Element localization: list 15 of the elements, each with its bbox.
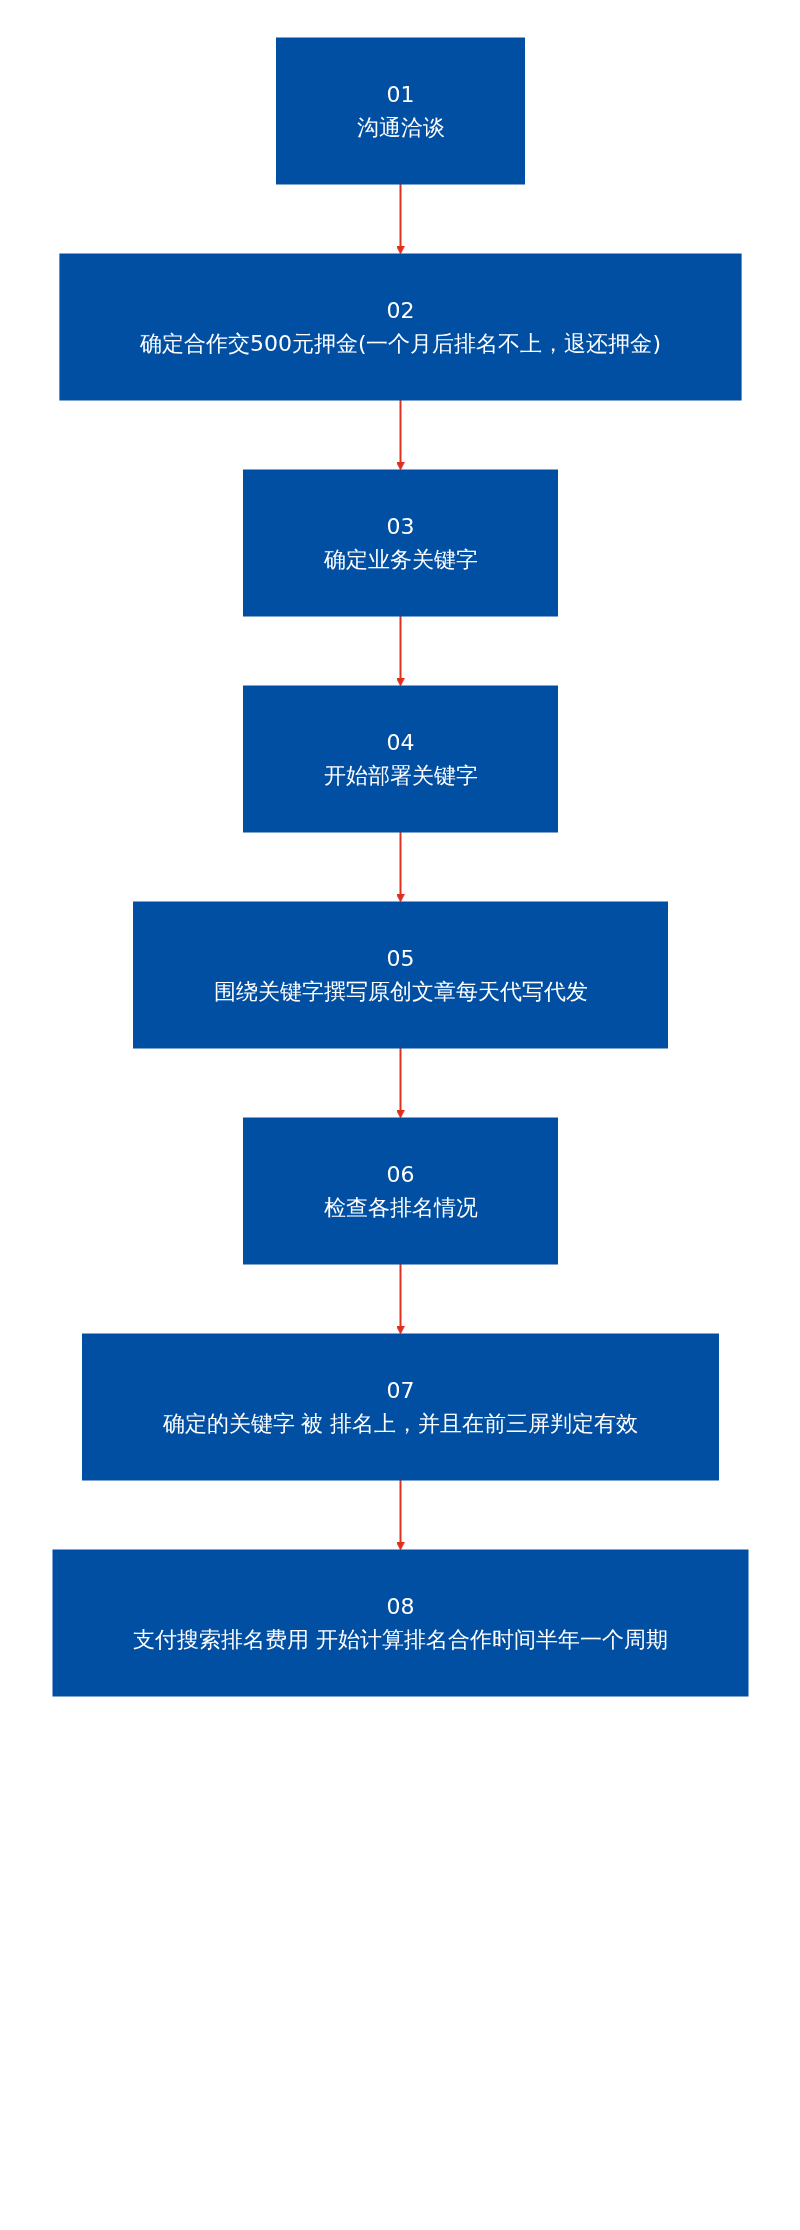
node-box: 04 开始部署关键字 bbox=[242, 685, 558, 833]
node-box: 08 支付搜索排名费用 开始计算排名合作时间半年一个周期 bbox=[52, 1549, 748, 1697]
arrow bbox=[395, 1047, 405, 1119]
arrow bbox=[395, 831, 405, 903]
node-box: 05 围绕关键字撰写原创文章每天代写代发 bbox=[132, 901, 668, 1049]
node-box: 01 沟通洽谈 bbox=[275, 37, 525, 185]
node-box: 02 确定合作交500元押金(一个月后排名不上，退还押金) bbox=[58, 253, 742, 401]
node-box: 07 确定的关键字 被 排名上，并且在前三屏判定有效 bbox=[81, 1333, 719, 1481]
arrow bbox=[395, 615, 405, 687]
arrow bbox=[395, 183, 405, 255]
arrow bbox=[395, 1263, 405, 1335]
arrow bbox=[395, 1479, 405, 1551]
node-box: 06 检查各排名情况 bbox=[242, 1117, 558, 1265]
arrow bbox=[395, 399, 405, 471]
node-box: 03 确定业务关键字 bbox=[242, 469, 558, 617]
